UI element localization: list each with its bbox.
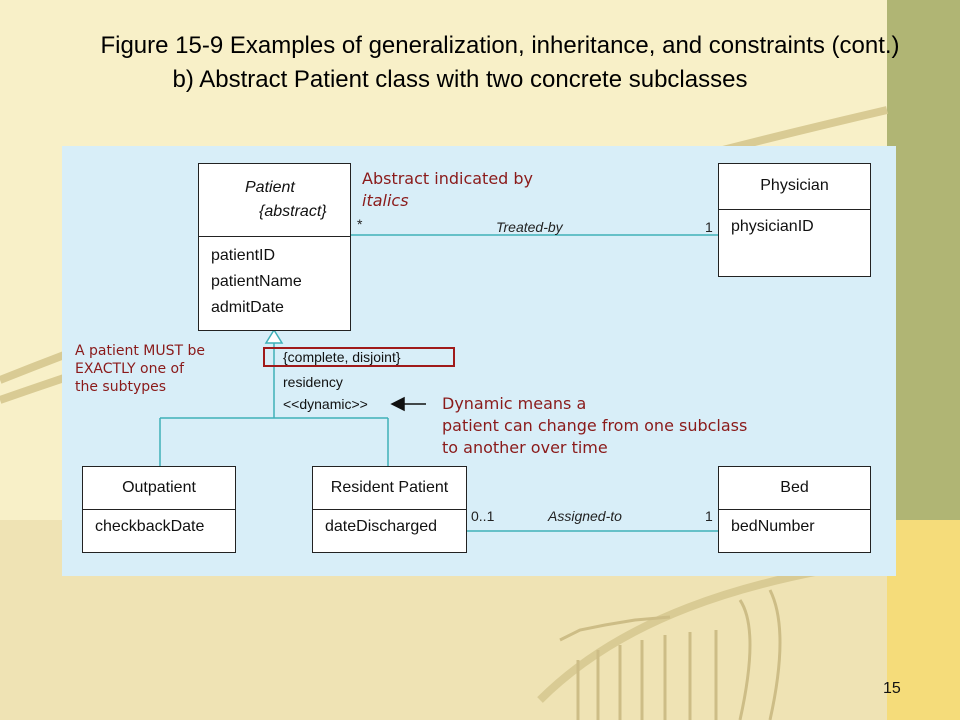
generalization-stereotype: <<dynamic>> bbox=[283, 396, 368, 412]
lower-right-band bbox=[887, 520, 960, 720]
patient-attributes: patientID patientName admitDate bbox=[199, 237, 350, 321]
treated-by-right-multiplicity: 1 bbox=[705, 219, 713, 235]
must-annotation-line3: the subtypes bbox=[75, 379, 167, 395]
attribute: checkbackDate bbox=[95, 518, 205, 535]
physician-class: Physician physicianID bbox=[718, 163, 871, 277]
abstract-annotation: Abstract indicated by italics bbox=[362, 168, 533, 212]
generalization-discriminator: residency bbox=[283, 374, 343, 390]
dynamic-annotation-line3: to another over time bbox=[442, 438, 608, 457]
constraint-highlight-box bbox=[263, 347, 455, 367]
resident-patient-attributes: dateDischarged bbox=[313, 510, 466, 540]
abstract-annotation-line1: Abstract indicated by bbox=[362, 169, 534, 188]
dynamic-annotation: Dynamic means a patient can change from … bbox=[442, 393, 747, 459]
patient-abstract-stereotype: {abstract} bbox=[259, 203, 327, 220]
patient-class-name: Patient bbox=[245, 179, 295, 196]
bed-class: Bed bedNumber bbox=[718, 466, 871, 553]
physician-class-name: Physician bbox=[719, 164, 870, 210]
outpatient-class: Outpatient checkbackDate bbox=[82, 466, 236, 553]
must-annotation-line1: A patient MUST be bbox=[75, 343, 206, 359]
abstract-annotation-line2: italics bbox=[362, 191, 409, 210]
page-number: 15 bbox=[883, 680, 901, 697]
dynamic-annotation-line2: patient can change from one subclass bbox=[442, 416, 748, 435]
assigned-to-label: Assigned-to bbox=[548, 508, 622, 524]
attribute: admitDate bbox=[211, 299, 284, 316]
treated-by-left-multiplicity: * bbox=[357, 216, 363, 232]
bed-attributes: bedNumber bbox=[719, 510, 870, 540]
resident-patient-class: Resident Patient dateDischarged bbox=[312, 466, 467, 553]
assigned-to-right-multiplicity: 1 bbox=[705, 508, 713, 524]
attribute: patientName bbox=[211, 273, 302, 290]
slide-title-line2: b) Abstract Patient class with two concr… bbox=[172, 66, 748, 93]
dynamic-annotation-line1: Dynamic means a bbox=[442, 394, 587, 413]
generalization-constraint: {complete, disjoint} bbox=[283, 349, 401, 365]
attribute: bedNumber bbox=[731, 518, 815, 535]
attribute: physicianID bbox=[731, 218, 814, 235]
must-annotation: A patient MUST be EXACTLY one of the sub… bbox=[75, 342, 205, 396]
slide-title-line1: Figure 15-9 Examples of generalization, … bbox=[100, 32, 900, 59]
resident-patient-class-name: Resident Patient bbox=[313, 467, 466, 510]
attribute: patientID bbox=[211, 247, 276, 264]
assigned-to-left-multiplicity: 0..1 bbox=[471, 508, 495, 524]
patient-class-header: Patient {abstract} bbox=[199, 164, 350, 237]
treated-by-label: Treated-by bbox=[496, 219, 563, 235]
outpatient-class-name: Outpatient bbox=[83, 467, 235, 510]
dynamic-arrowhead bbox=[390, 396, 405, 412]
generalization-arrowhead bbox=[264, 328, 284, 344]
physician-attributes: physicianID bbox=[719, 210, 870, 240]
patient-class: Patient {abstract} patientID patientName… bbox=[198, 163, 351, 331]
bed-class-name: Bed bbox=[719, 467, 870, 510]
attribute: dateDischarged bbox=[325, 518, 438, 535]
must-annotation-line2: EXACTLY one of bbox=[75, 361, 185, 377]
outpatient-attributes: checkbackDate bbox=[83, 510, 235, 540]
